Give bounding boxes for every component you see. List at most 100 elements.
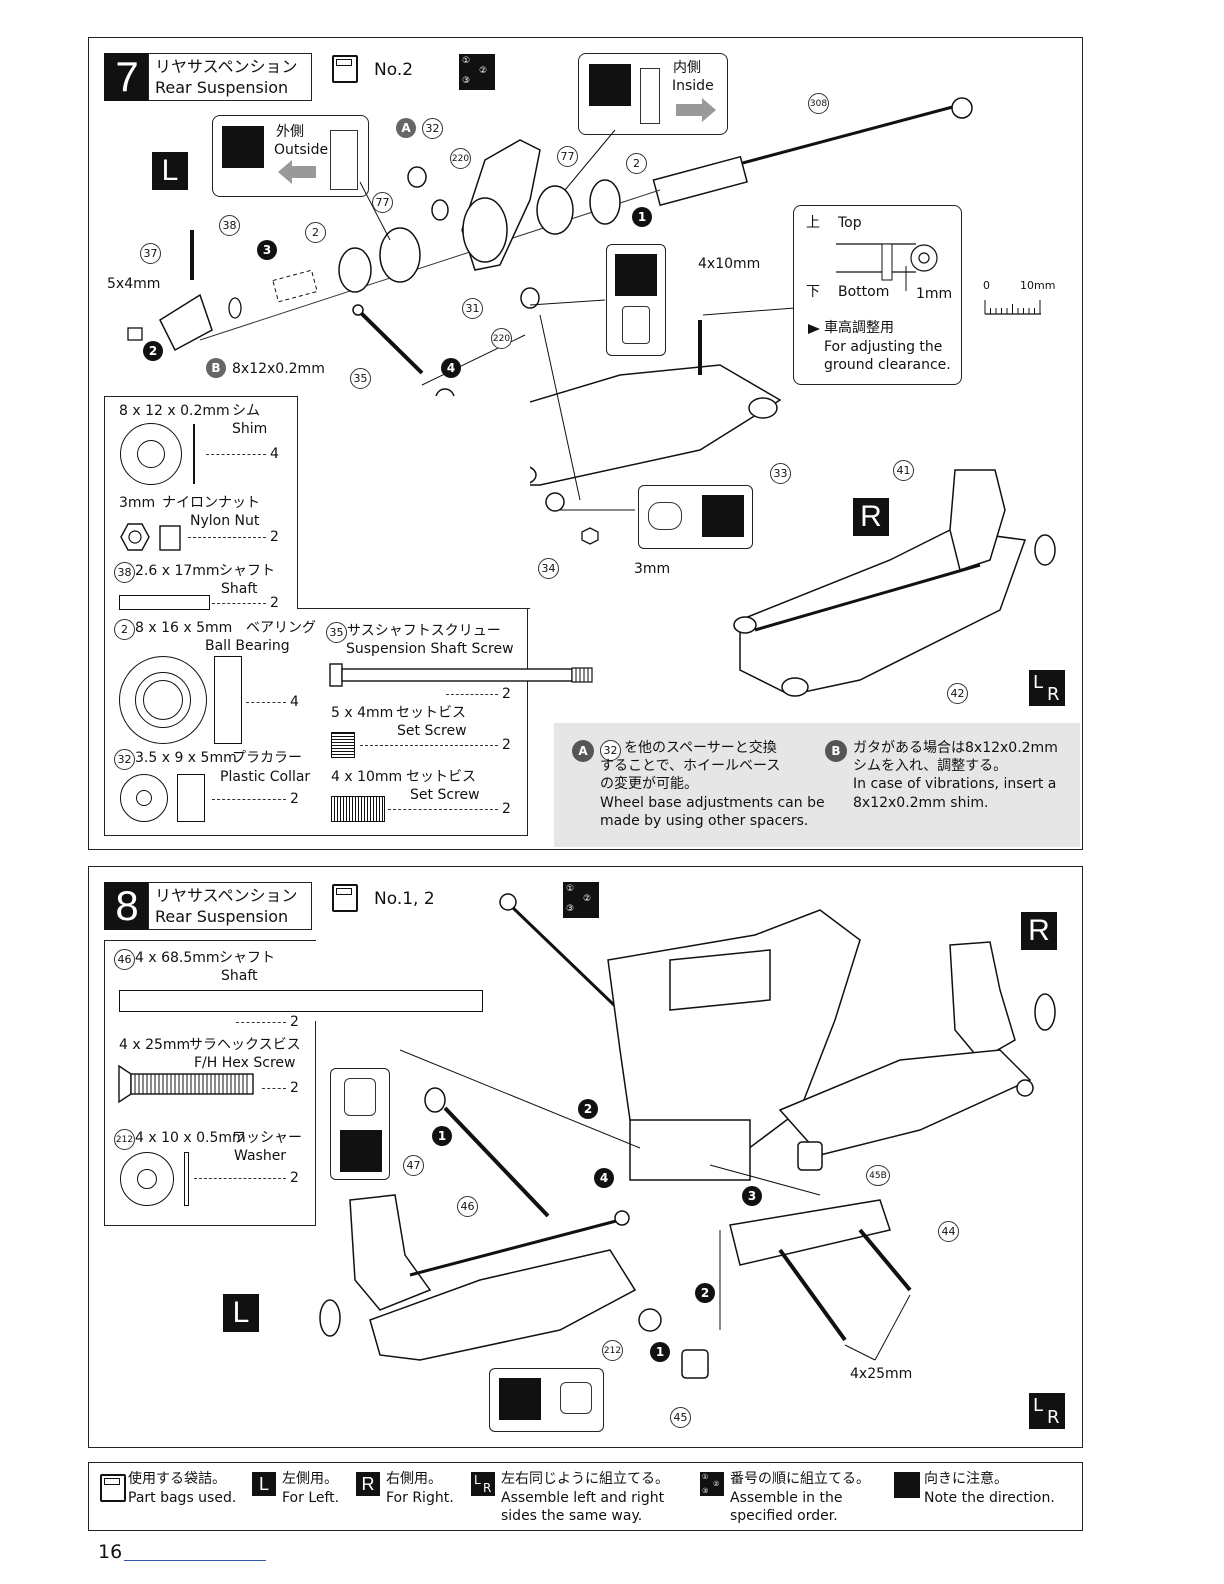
qty-dots bbox=[388, 809, 498, 810]
set4-qty: 2 bbox=[502, 801, 511, 817]
step-8-exploded-diagram bbox=[319, 893, 1056, 1379]
part-ref-308: 308 bbox=[808, 93, 829, 114]
set4-en: Set Screw bbox=[410, 787, 480, 803]
part-ref-35: 35 bbox=[350, 368, 371, 389]
left-tag-icon: L bbox=[252, 1472, 276, 1496]
shaft-jp: シャフト bbox=[219, 563, 275, 579]
part-ref-45: 45 bbox=[670, 1407, 691, 1428]
part-ref-212: 212 bbox=[602, 1340, 623, 1361]
right-tag-icon: R bbox=[356, 1472, 380, 1496]
direction-icon bbox=[499, 1378, 541, 1420]
legend-same-en1: Assemble left and right bbox=[501, 1490, 665, 1506]
set4-jp: セットビス bbox=[406, 769, 476, 785]
arrow-right-icon bbox=[676, 98, 716, 122]
triangle-bullet-icon bbox=[808, 324, 820, 334]
note-b-jp2: シムを入れ、調整する。 bbox=[853, 758, 1008, 774]
qty-dots bbox=[212, 603, 266, 604]
label-a: A bbox=[572, 740, 594, 762]
part-ref-32: 32 bbox=[114, 749, 135, 770]
outside-en: Outside bbox=[274, 142, 329, 158]
page-number: 16 bbox=[98, 1541, 123, 1563]
right-side-tag: R bbox=[853, 498, 889, 536]
washer-qty: 2 bbox=[290, 1170, 299, 1186]
top-en: Top bbox=[838, 215, 862, 231]
part-ref-46: 46 bbox=[457, 1196, 478, 1217]
collar-side-icon bbox=[177, 774, 205, 822]
part-ref-220: 220 bbox=[491, 328, 512, 349]
bottom-en: Bottom bbox=[838, 284, 890, 300]
nut-qty: 2 bbox=[270, 529, 279, 545]
step-8-title-jp: リヤサスペンション bbox=[155, 886, 298, 905]
qty-dots bbox=[360, 745, 498, 746]
qty-dots bbox=[246, 702, 286, 703]
legend-left-jp: 左側用。 bbox=[282, 1471, 338, 1487]
part-ref-2: 2 bbox=[305, 222, 326, 243]
qty-dots bbox=[212, 799, 286, 800]
shim-icon bbox=[120, 423, 182, 485]
note-a-jp2: することで、ホイールベース bbox=[600, 758, 781, 774]
shaft8-size: 4 x 68.5mm bbox=[135, 950, 220, 966]
dim-5x4: 5x4mm bbox=[107, 276, 161, 292]
part-ref-37: 37 bbox=[140, 243, 161, 264]
legend-left-en: For Left. bbox=[282, 1490, 340, 1506]
dim-4x10: 4x10mm bbox=[698, 256, 761, 272]
arrow-left-icon bbox=[278, 160, 316, 184]
sequence-1: 1 bbox=[650, 1342, 670, 1362]
direction-icon bbox=[894, 1472, 920, 1498]
legend-order-en1: Assemble in the bbox=[730, 1490, 843, 1506]
clearance-diagram bbox=[836, 243, 938, 291]
shim-en: Shim bbox=[232, 421, 268, 437]
bearing-side-icon bbox=[214, 656, 242, 744]
part-ref-45b: 45B bbox=[866, 1165, 890, 1186]
set5-size: 5 x 4mm bbox=[331, 705, 394, 721]
hex-size: 4 x 25mm bbox=[119, 1037, 191, 1053]
part-ref-220: 220 bbox=[450, 148, 471, 169]
nut-en: Nylon Nut bbox=[190, 513, 260, 529]
part-ref-2: 2 bbox=[626, 153, 647, 174]
collar-icon bbox=[648, 502, 682, 530]
legend-same-jp: 左右同じように組立てる。 bbox=[501, 1471, 669, 1487]
direction-icon bbox=[340, 1130, 382, 1172]
bearing-side-icon bbox=[330, 130, 358, 190]
left-side-tag: L bbox=[152, 152, 188, 190]
sequence-3: 3 bbox=[742, 1186, 762, 1206]
collar-icon bbox=[120, 774, 168, 822]
parts-list-cover bbox=[297, 396, 530, 609]
right-side-tag: R bbox=[1021, 912, 1057, 950]
part-ref-34: 34 bbox=[538, 558, 559, 579]
inside-jp: 内側 bbox=[673, 60, 701, 76]
inside-en: Inside bbox=[672, 78, 714, 94]
part-ref-41: 41 bbox=[893, 460, 914, 481]
collar-qty: 2 bbox=[290, 791, 299, 807]
outside-jp: 外側 bbox=[276, 124, 304, 140]
ground-clearance-box bbox=[793, 205, 962, 385]
note-b-en2: 8x12x0.2mm shim. bbox=[853, 795, 989, 811]
screw-jp: サスシャフトスクリュー bbox=[347, 623, 501, 639]
bearing-side-icon bbox=[640, 68, 660, 124]
washer-side-icon bbox=[184, 1152, 189, 1206]
step-7-exploded-diagram bbox=[127, 97, 1056, 697]
long-shaft-icon bbox=[119, 990, 483, 1012]
shaft-size: 2.6 x 17mm bbox=[135, 563, 220, 579]
legend-bags-jp: 使用する袋詰。 bbox=[128, 1471, 226, 1487]
note-b-jp1: ガタがある場合は8x12x0.2mm bbox=[853, 740, 1058, 756]
nut-jp: ナイロンナット bbox=[162, 495, 260, 511]
part-ref-44: 44 bbox=[938, 1221, 959, 1242]
legend-bags-en: Part bags used. bbox=[128, 1490, 237, 1506]
part-ref-42: 42 bbox=[947, 683, 968, 704]
set5-en: Set Screw bbox=[397, 723, 467, 739]
bearing-qty: 4 bbox=[290, 694, 299, 710]
scale-bar bbox=[984, 300, 1041, 315]
note-a-en2: made by using other spacers. bbox=[600, 813, 809, 829]
step-8-title-en: Rear Suspension bbox=[155, 907, 289, 926]
label-b: B bbox=[825, 740, 847, 762]
shaft-icon bbox=[119, 595, 210, 610]
note-a-jp1: を他のスペーサーと交換 bbox=[624, 740, 777, 756]
part-ref-32: 32 bbox=[600, 740, 621, 761]
set4-size: 4 x 10mm bbox=[331, 769, 403, 785]
hex-qty: 2 bbox=[290, 1080, 299, 1096]
